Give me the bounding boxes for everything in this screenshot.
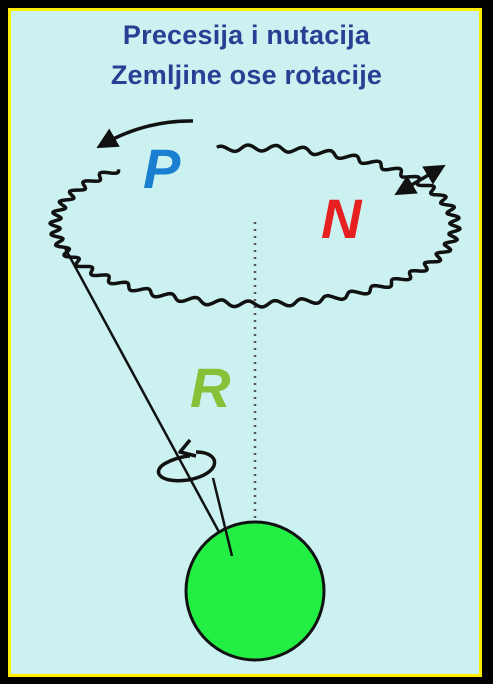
earth-circle — [186, 522, 324, 660]
label-nutation: N — [321, 187, 363, 250]
label-rotation: R — [190, 356, 231, 419]
rotation-spin-loop — [158, 452, 214, 481]
rotation-spin-arrowhead — [180, 440, 196, 456]
nutation-wavy-ellipse — [50, 145, 460, 307]
label-precession: P — [143, 137, 181, 200]
